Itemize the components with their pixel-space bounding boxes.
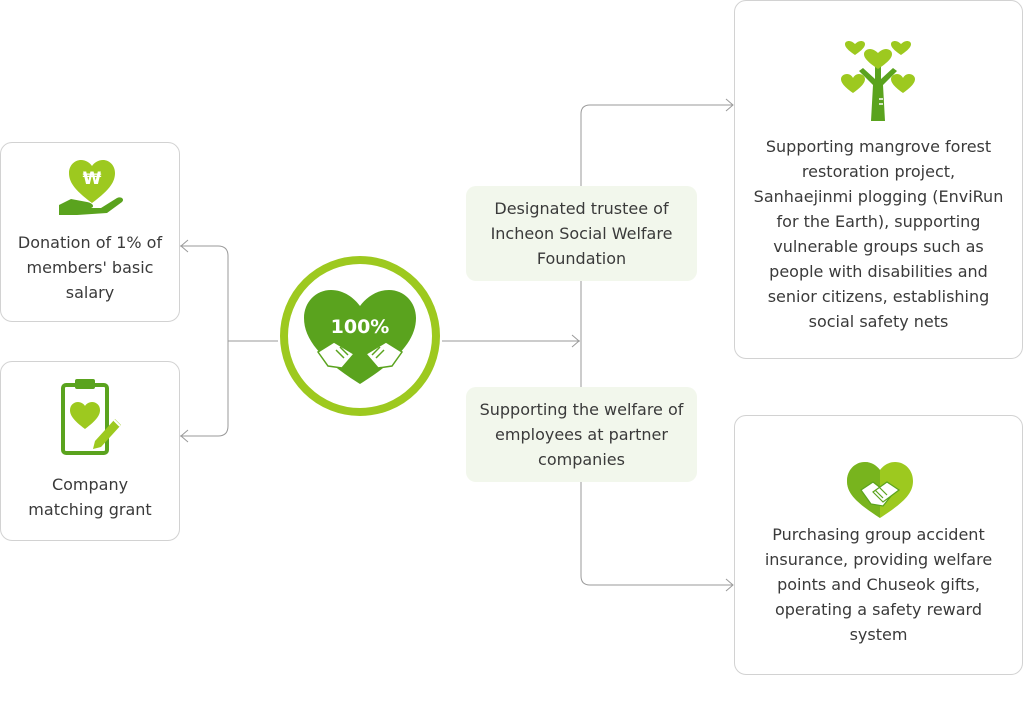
trustee-text-line-2: Incheon Social Welfare xyxy=(490,224,673,243)
channel-pill-trustee: Designated trustee of Incheon Social Wel… xyxy=(466,186,697,281)
matching-text-line-1: Company xyxy=(51,475,129,494)
right-bracket-line xyxy=(580,104,733,586)
trustee-text-line-3: Foundation xyxy=(536,249,627,268)
handshake-heart-icon xyxy=(847,462,913,518)
source-card-matching-grant: Company matching grant xyxy=(0,361,180,541)
outcome-card-partner-welfare: Purchasing group accident insurance, pro… xyxy=(734,415,1023,675)
partner-text-line-3: companies xyxy=(538,450,625,469)
outcome1-text-line-4: for the Earth), supporting xyxy=(776,212,981,231)
heart-tree-icon xyxy=(841,41,915,121)
arrow-to-matching xyxy=(180,429,189,443)
source-card-donation: ₩ Donation of 1% of members' basic salar… xyxy=(0,142,180,322)
outcome-card-social-contribution: Supporting mangrove forest restoration p… xyxy=(734,0,1023,359)
outcome1-text-line-2: restoration project, xyxy=(801,162,956,181)
arrow-to-donation xyxy=(180,239,189,253)
donation-text-line-3: salary xyxy=(65,283,115,302)
partner-text-line-1: Supporting the welfare of xyxy=(479,400,684,419)
arrow-to-channels xyxy=(571,334,580,348)
outcome1-text-line-8: social safety nets xyxy=(808,312,949,331)
arrow-to-outcome-1 xyxy=(725,98,734,112)
center-circle: 100% xyxy=(278,254,442,418)
outcome1-text-line-3: Sanhaejinmi plogging (EnviRun xyxy=(753,187,1004,206)
svg-text:₩: ₩ xyxy=(83,169,102,189)
outcome2-text-line-2: insurance, providing welfare xyxy=(764,550,993,569)
outcome1-text-line-5: vulnerable groups such as xyxy=(773,237,984,256)
clipboard-heart-pen-icon xyxy=(61,379,121,455)
outcome1-text-line-7: senior citizens, establishing xyxy=(767,287,990,306)
channel-pill-partner-welfare: Supporting the welfare of employees at p… xyxy=(466,387,697,482)
hand-heart-won-icon: ₩ xyxy=(59,160,124,215)
arrow-to-outcome-2 xyxy=(725,578,734,592)
outcome1-text-line-6: people with disabilities and xyxy=(769,262,988,281)
partner-text-line-2: employees at partner xyxy=(495,425,668,444)
left-bracket-line xyxy=(180,245,229,437)
matching-text-line-2: matching grant xyxy=(28,500,152,519)
heart-hands-icon xyxy=(280,256,440,416)
donation-text-line-2: members' basic xyxy=(26,258,154,277)
outcome2-text-line-3: points and Chuseok gifts, xyxy=(777,575,980,594)
donation-text-line-1: Donation of 1% of xyxy=(17,233,163,252)
outcome2-text-line-5: system xyxy=(849,625,908,644)
trustee-text-line-1: Designated trustee of xyxy=(494,199,669,218)
outcome2-text-line-1: Purchasing group accident xyxy=(772,525,985,544)
outcome1-text-line-1: Supporting mangrove forest xyxy=(765,137,992,156)
outcome2-text-line-4: operating a safety reward xyxy=(774,600,983,619)
center-percent-label: 100% xyxy=(330,316,390,338)
